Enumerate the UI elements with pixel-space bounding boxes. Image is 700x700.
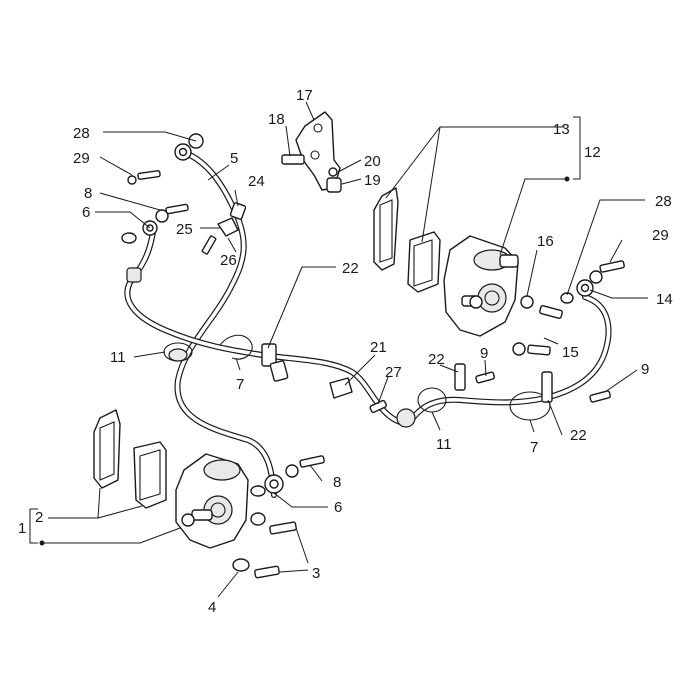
bracket-22b xyxy=(454,363,466,391)
washer-6a xyxy=(121,232,137,244)
bolt-18 xyxy=(281,154,305,165)
callout-2: 2 xyxy=(35,509,43,526)
washer-16 xyxy=(520,295,534,309)
washer-28b xyxy=(560,292,574,304)
callout-19: 19 xyxy=(364,172,381,189)
callout-11-right: 11 xyxy=(436,436,452,453)
callout-13: 13 xyxy=(553,121,570,138)
bracket-assembly-17 xyxy=(281,111,342,193)
bolt-8a xyxy=(165,203,189,215)
callout-11-left: 11 xyxy=(110,349,126,366)
callout-1: 1 xyxy=(18,520,26,537)
bolt-15 xyxy=(527,344,551,356)
hose-connector xyxy=(126,267,142,283)
callout-7-left: 7 xyxy=(236,376,244,393)
bolt-16 xyxy=(539,305,563,319)
brake-pad-2a xyxy=(93,409,121,489)
bolt-3a xyxy=(269,521,297,535)
bracket-22a xyxy=(261,343,277,367)
screw-25 xyxy=(201,235,217,255)
callout-labels: 1 2 3 4 5 6 6 7 7 8 8 9 9 11 11 12 13 14… xyxy=(18,87,673,616)
callout-28-right: 28 xyxy=(655,193,672,210)
washer-6b xyxy=(250,485,266,497)
callout-22-top: 22 xyxy=(342,260,359,277)
banjo-fittings xyxy=(121,133,625,497)
caliper-right xyxy=(373,187,563,356)
clamps xyxy=(163,202,611,428)
callout-24: 24 xyxy=(248,173,265,190)
bolt-29a xyxy=(137,170,161,180)
nut-19 xyxy=(326,177,342,193)
callout-6-bottom: 6 xyxy=(334,499,342,516)
callout-29-left: 29 xyxy=(73,150,90,167)
callout-21: 21 xyxy=(370,339,387,356)
washer-15 xyxy=(512,342,526,356)
bolt-8b xyxy=(299,455,325,468)
callout-dot-1 xyxy=(39,540,45,546)
washer-28b-top xyxy=(589,270,603,284)
brake-pad-2b xyxy=(133,441,167,509)
callout-29-right: 29 xyxy=(652,227,669,244)
clip-26 xyxy=(217,217,239,237)
washer-3 xyxy=(250,512,266,526)
callout-8-bottom: 8 xyxy=(333,474,341,491)
callout-26: 26 xyxy=(220,252,237,269)
bolt-27 xyxy=(369,399,387,414)
callout-17: 17 xyxy=(296,87,313,104)
callout-22-right: 22 xyxy=(570,427,587,444)
callout-27: 27 xyxy=(385,364,402,381)
clip-7a xyxy=(219,334,253,360)
callout-6-top: 6 xyxy=(82,204,90,221)
bolt-9b xyxy=(589,390,611,403)
bolt-3b xyxy=(254,565,280,579)
callout-7-right: 7 xyxy=(530,439,538,456)
callout-25: 25 xyxy=(176,221,193,238)
bracket-22c xyxy=(541,371,553,403)
callout-8-top: 8 xyxy=(84,185,92,202)
brake-pad-13a xyxy=(373,187,399,271)
callout-3: 3 xyxy=(312,565,320,582)
callout-28-left: 28 xyxy=(73,125,90,142)
washer-8a xyxy=(155,209,169,223)
clamp-24 xyxy=(229,202,247,220)
bolt-9a xyxy=(475,371,495,384)
callout-22-mid: 22 xyxy=(428,351,445,368)
callout-9-mid: 9 xyxy=(480,345,488,362)
callout-9-right: 9 xyxy=(641,361,649,378)
callout-4: 4 xyxy=(208,599,216,616)
caliper-12-body xyxy=(443,235,519,337)
bolt-29b xyxy=(599,260,625,273)
caliper-left xyxy=(93,409,297,579)
callout-dot-12 xyxy=(564,176,570,182)
callout-14: 14 xyxy=(656,291,673,308)
callout-18: 18 xyxy=(268,111,285,128)
callout-5: 5 xyxy=(230,150,238,167)
washer-8b xyxy=(285,464,299,478)
callout-16: 16 xyxy=(537,233,554,250)
callout-15: 15 xyxy=(562,344,579,361)
washer-20 xyxy=(328,167,338,177)
leader-lines xyxy=(29,101,648,598)
washer-4 xyxy=(232,558,250,572)
callout-12: 12 xyxy=(584,144,601,161)
callout-20: 20 xyxy=(364,153,381,170)
